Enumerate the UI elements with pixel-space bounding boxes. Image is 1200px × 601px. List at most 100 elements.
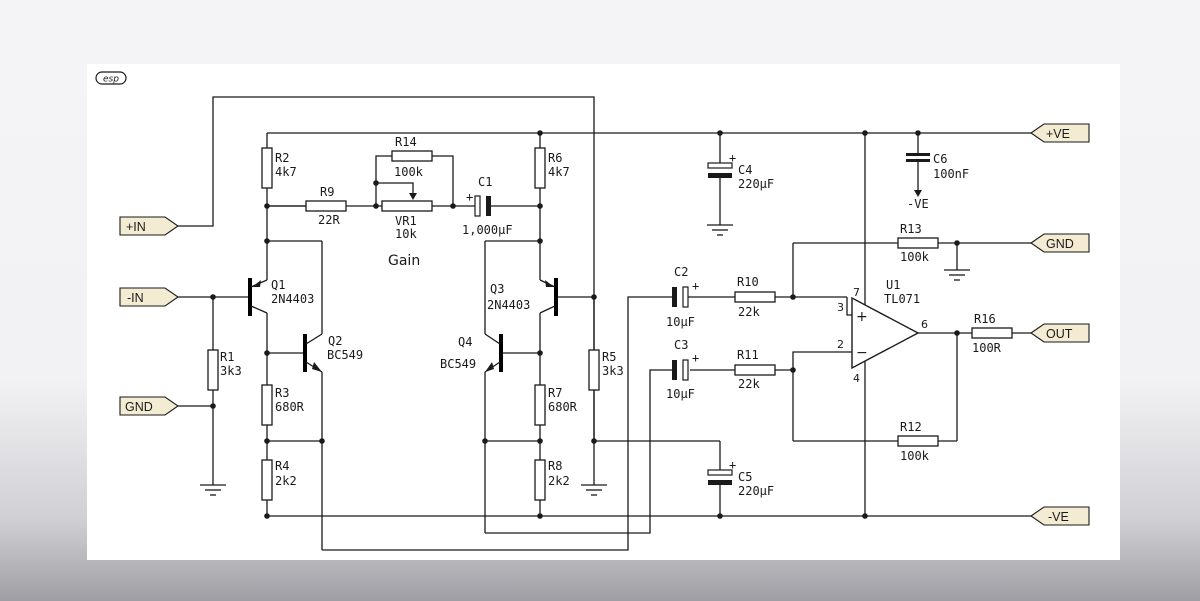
capacitor-c4 [707, 162, 733, 178]
label-c6-value: 100nF [933, 167, 969, 181]
resistor-r6 [534, 147, 546, 189]
esp-logo: esp [95, 71, 127, 85]
pin-2: 2 [837, 338, 844, 351]
resistor-r14 [391, 150, 433, 162]
label-c1-ref: C1 [478, 175, 492, 189]
label-c6-rail: -VE [907, 197, 929, 211]
label-r5-ref: R5 [602, 350, 616, 364]
label-r14-ref: R14 [395, 135, 417, 149]
capacitor-c3 [672, 359, 689, 381]
label-r16-value: 100R [972, 341, 1002, 355]
connectors: +IN -IN GND +VE GND OUT -VE [119, 123, 1090, 526]
c3-plus: + [692, 351, 699, 365]
pin-4: 4 [853, 372, 860, 385]
label-q2-ref: Q2 [328, 334, 342, 348]
label-c6-ref: C6 [933, 152, 947, 166]
pin-3: 3 [837, 301, 844, 314]
svg-text:+VE: +VE [1046, 127, 1070, 141]
resistor-r13 [897, 237, 939, 249]
grounds [200, 224, 970, 496]
label-q1-value: 2N4403 [271, 292, 314, 306]
label-c4-value: 220µF [738, 177, 774, 191]
label-q3-ref: Q3 [490, 282, 504, 296]
label-r1-value: 3k3 [220, 364, 242, 378]
svg-text:OUT: OUT [1046, 327, 1073, 341]
ground-icon [581, 484, 607, 496]
transistor-q3 [539, 278, 558, 316]
label-r3-ref: R3 [275, 386, 289, 400]
transistor-q4 [484, 333, 503, 373]
c1-plus: + [466, 190, 473, 204]
capacitor-c1 [474, 195, 491, 217]
label-c2-value: 10µF [666, 315, 695, 329]
label-r6-ref: R6 [548, 151, 562, 165]
label-r12-ref: R12 [900, 420, 922, 434]
svg-text:+IN: +IN [126, 220, 146, 234]
resistor-r16 [971, 327, 1013, 339]
resistor-r3 [261, 384, 273, 426]
label-r11-ref: R11 [737, 348, 759, 362]
gain-label: Gain [388, 253, 420, 269]
resistor-r10 [734, 291, 776, 303]
c2-plus: + [692, 279, 699, 293]
transistor-q1 [248, 278, 268, 316]
label-u1-ref: U1 [886, 278, 900, 292]
resistor-r4 [261, 459, 273, 501]
transistor-q2 [303, 333, 323, 373]
potentiometer-vr1 [381, 200, 433, 212]
resistor-r2 [261, 147, 273, 189]
capacitors [474, 153, 930, 485]
label-r8-value: 2k2 [548, 474, 570, 488]
wiring [178, 96, 1031, 551]
label-vr1-value: 10k [395, 227, 417, 241]
polarity-marks: + + + + + [466, 151, 736, 472]
label-q2-value: BC549 [327, 348, 363, 362]
resistors [207, 147, 1013, 501]
connector-out: OUT [1030, 323, 1090, 343]
connector-gnd-left: GND [119, 396, 179, 416]
label-c3-value: 10µF [666, 387, 695, 401]
label-q4-value: BC549 [440, 357, 476, 371]
label-r8-ref: R8 [548, 459, 562, 473]
resistor-r1 [207, 349, 219, 391]
resistor-r9 [305, 200, 347, 212]
label-q1-ref: Q1 [271, 278, 285, 292]
opamp-plus: + [856, 309, 868, 325]
ground-icon [200, 484, 226, 496]
label-c2-ref: C2 [674, 265, 688, 279]
svg-text:GND: GND [1046, 237, 1074, 251]
label-r5-value: 3k3 [602, 364, 624, 378]
svg-text:GND: GND [125, 400, 153, 414]
pin-7: 7 [853, 286, 860, 299]
label-c5-ref: C5 [738, 470, 752, 484]
label-c1-value: 1,000µF [462, 223, 513, 237]
label-r1-ref: R1 [220, 350, 234, 364]
label-r13-ref: R13 [900, 222, 922, 236]
capacitor-c5 [707, 469, 733, 485]
pin-6: 6 [921, 318, 928, 331]
svg-text:-VE: -VE [1048, 510, 1069, 524]
c5-plus: + [729, 458, 736, 472]
label-q3-value: 2N4403 [487, 298, 530, 312]
ground-icon [707, 224, 733, 236]
label-r12-value: 100k [900, 449, 930, 463]
label-r7-ref: R7 [548, 386, 562, 400]
connector-minus-in: -IN [119, 287, 179, 307]
label-r10-value: 22k [738, 305, 760, 319]
c4-plus: + [729, 151, 736, 165]
opamp-minus: − [856, 345, 868, 361]
label-r11-value: 22k [738, 377, 760, 391]
label-r16-ref: R16 [974, 312, 996, 326]
label-r14-value: 100k [394, 165, 424, 179]
label-r9-ref: R9 [320, 185, 334, 199]
label-q4-ref: Q4 [458, 335, 472, 349]
label-r10-ref: R10 [737, 275, 759, 289]
label-u1-value: TL071 [884, 292, 920, 306]
label-c3-ref: C3 [674, 338, 688, 352]
wiper-arrow-icon [409, 193, 417, 200]
resistor-r7 [534, 384, 546, 426]
connector-plus-in: +IN [119, 216, 179, 236]
label-vr1-ref: VR1 [395, 214, 417, 228]
label-r9-value: 22R [318, 213, 340, 227]
label-r13-value: 100k [900, 250, 930, 264]
